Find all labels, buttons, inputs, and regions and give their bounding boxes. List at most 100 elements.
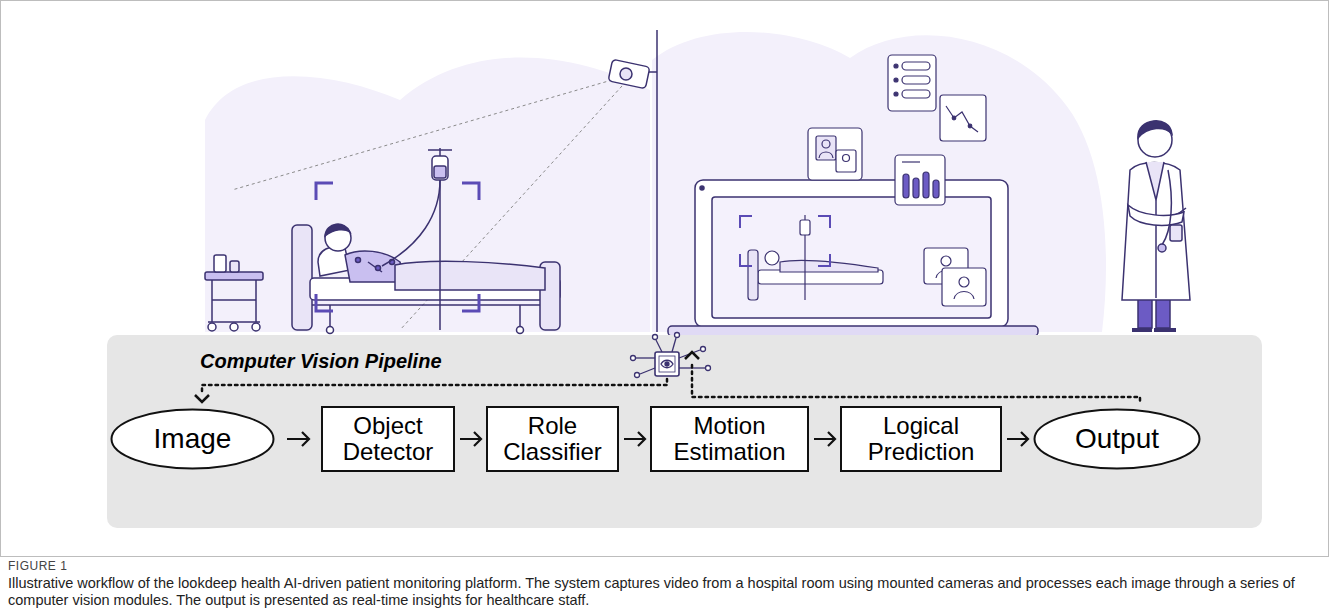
doctor bbox=[1146, 162, 1164, 200]
feedback-chevron bbox=[685, 352, 699, 359]
detection-bracket bbox=[316, 183, 479, 311]
doctor bbox=[1128, 205, 1184, 225]
node-label: Output bbox=[1075, 424, 1159, 455]
detection-bracket bbox=[462, 294, 479, 311]
ai-chip bbox=[656, 340, 662, 352]
bedside-table bbox=[230, 261, 239, 272]
ai-chip bbox=[675, 333, 680, 338]
flow-arrow bbox=[287, 432, 309, 446]
node-label: Logical Prediction bbox=[842, 413, 1000, 466]
ai-chip bbox=[653, 335, 658, 340]
ai-chip bbox=[631, 356, 636, 361]
floating-cards bbox=[894, 78, 898, 82]
floating-cards bbox=[903, 172, 939, 198]
monitor-scene bbox=[942, 268, 986, 306]
process-box: Object Detector bbox=[321, 406, 455, 472]
iv-stand bbox=[382, 148, 452, 330]
patient bbox=[376, 266, 381, 271]
wall-line bbox=[656, 30, 658, 332]
floating-cards bbox=[902, 76, 930, 84]
floating-cards bbox=[933, 180, 939, 198]
bedside-table bbox=[205, 272, 263, 280]
patient bbox=[325, 225, 351, 251]
monitor-scene bbox=[740, 215, 986, 306]
ai-chip bbox=[631, 333, 711, 378]
floating-cards bbox=[894, 64, 898, 96]
bedside-table bbox=[230, 323, 238, 331]
camera bbox=[608, 59, 657, 88]
patient bbox=[325, 224, 350, 236]
camera bbox=[620, 68, 632, 80]
floating-cards bbox=[894, 64, 898, 68]
background-blob bbox=[652, 32, 1106, 332]
feedback-dotted-line bbox=[202, 365, 1140, 404]
detection-bracket bbox=[316, 294, 333, 311]
ai-chip bbox=[679, 367, 705, 368]
monitor-scene bbox=[941, 256, 951, 266]
hospital-bed bbox=[327, 327, 334, 334]
floating-cards bbox=[816, 136, 836, 160]
floating-cards bbox=[808, 128, 862, 180]
figure-frame bbox=[1, 1, 1329, 557]
monitor-scene bbox=[740, 216, 830, 266]
bedside-table bbox=[214, 255, 226, 272]
bedside-table bbox=[205, 255, 263, 331]
panel-heading: Computer Vision Pipeline bbox=[200, 350, 442, 373]
input-ellipse: Image bbox=[110, 408, 275, 470]
iv-stand bbox=[432, 156, 448, 180]
floating-cards bbox=[808, 55, 986, 205]
doctor bbox=[1122, 163, 1190, 301]
floating-cards bbox=[843, 155, 850, 162]
iv-stand bbox=[382, 180, 440, 266]
edge-group bbox=[1007, 432, 1028, 446]
edge-group bbox=[814, 432, 835, 446]
feedback-chevron bbox=[195, 352, 699, 402]
monitor-scene bbox=[748, 250, 758, 300]
flow-arrow bbox=[814, 432, 835, 446]
patient bbox=[395, 261, 545, 290]
floating-cards bbox=[913, 178, 919, 198]
hospital-bed bbox=[312, 304, 560, 306]
flow-arrow bbox=[624, 432, 645, 446]
camera bbox=[608, 59, 650, 88]
background-blob bbox=[205, 32, 1106, 332]
detection-bracket bbox=[316, 183, 333, 200]
ai-chip bbox=[655, 352, 679, 376]
ai-chip bbox=[706, 366, 711, 371]
process-box: Logical Prediction bbox=[840, 406, 1002, 472]
feedback-chevron bbox=[195, 395, 209, 402]
patient bbox=[318, 224, 545, 290]
ai-chip bbox=[701, 347, 706, 352]
patient bbox=[368, 262, 382, 272]
figure-caption: Illustrative workflow of the lookdeep he… bbox=[8, 575, 1321, 608]
iv-stand bbox=[428, 149, 452, 151]
hospital-bed bbox=[517, 327, 524, 334]
monitor-scene bbox=[954, 292, 974, 300]
floating-cards bbox=[940, 95, 986, 141]
ai-chip bbox=[665, 362, 669, 366]
hospital-bed bbox=[292, 225, 560, 334]
monitor-laptop bbox=[700, 186, 704, 190]
floating-cards bbox=[923, 172, 929, 198]
flow-arrow bbox=[460, 432, 481, 446]
bedside-table bbox=[255, 280, 257, 322]
floating-cards bbox=[822, 140, 830, 148]
patient bbox=[356, 258, 361, 263]
process-box: Motion Estimation bbox=[650, 406, 809, 472]
process-box: Role Classifier bbox=[486, 406, 619, 472]
floating-cards bbox=[902, 161, 920, 162]
floating-cards bbox=[952, 116, 956, 120]
floating-cards bbox=[888, 55, 936, 111]
floating-cards bbox=[903, 174, 909, 198]
monitor-scene bbox=[800, 220, 810, 235]
floating-cards bbox=[902, 62, 930, 70]
camera-view-lines bbox=[232, 80, 622, 330]
monitor-scene bbox=[765, 251, 779, 265]
ai-chip bbox=[659, 356, 675, 372]
floating-cards bbox=[819, 152, 833, 158]
output-ellipse: Output bbox=[1033, 408, 1201, 470]
ai-chip bbox=[661, 360, 673, 368]
